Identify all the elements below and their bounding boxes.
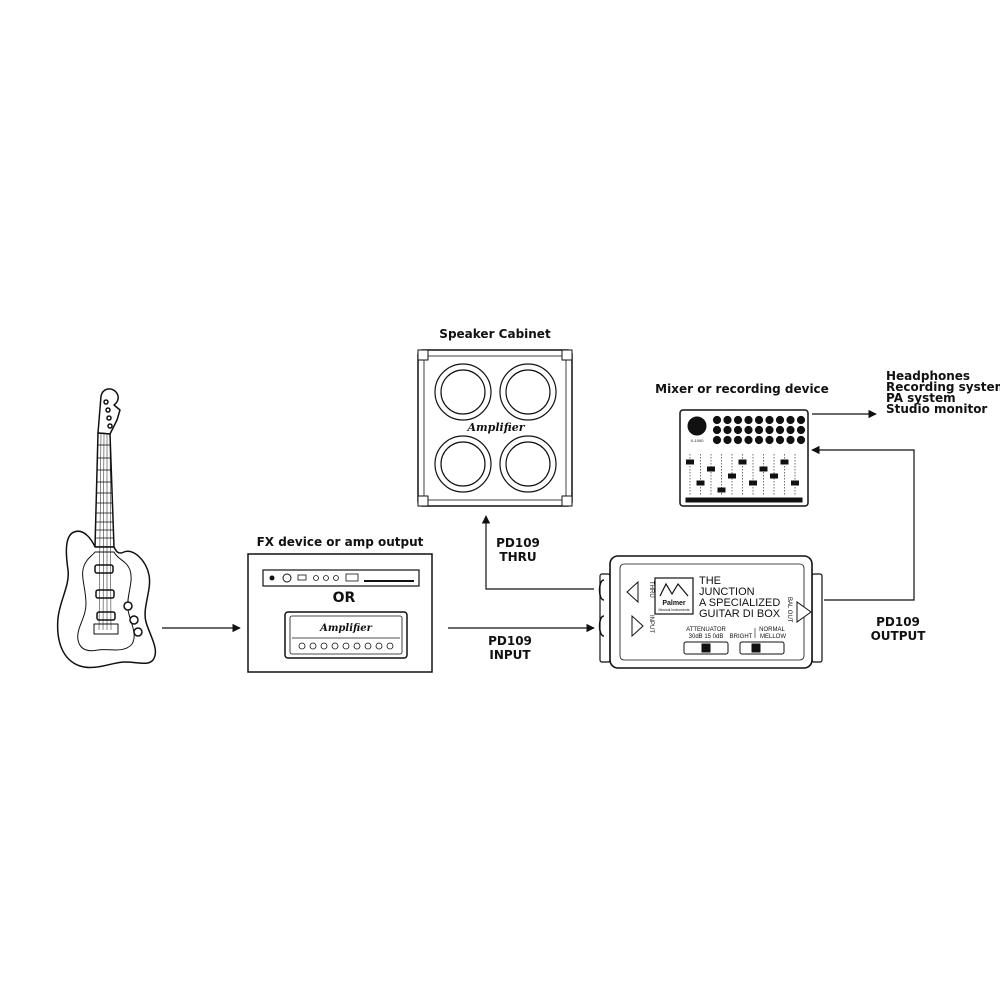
di-attenuator-values: 30dB 15 0dB: [689, 634, 724, 640]
mixer-knob: [765, 415, 774, 425]
mixer-fader-cap: [696, 480, 705, 486]
or-label: OR: [333, 590, 356, 606]
mixer-knob: [786, 425, 795, 435]
mixer-knob: [733, 415, 743, 425]
mixer-knob: [786, 435, 795, 445]
speaker-cabinet-label: Speaker Cabinet: [439, 327, 551, 341]
mixer-fader-cap: [791, 480, 799, 486]
mixer-fader-cap: [717, 487, 726, 493]
mixer-fader-cap: [770, 473, 778, 479]
destination-item: PA system: [886, 391, 956, 405]
arrow-di-to-mixer: [811, 445, 915, 601]
mixer-knob: [712, 415, 722, 425]
di-attenuator-label: ATTENUATOR: [686, 627, 726, 633]
mixer-knob: [775, 435, 785, 445]
mixer-knob: [796, 415, 806, 425]
destination-item: Studio monitor: [886, 402, 987, 416]
mixer-knob: [765, 435, 774, 445]
thru-label-line1: PD109: [496, 536, 540, 550]
mixer-fader-cap: [759, 466, 768, 472]
di-brand-palmer: Palmer: [662, 600, 686, 607]
mixer-model: X-1000: [691, 438, 705, 443]
mixer-fader-cap: [707, 466, 715, 472]
mixer-fader-cap: [738, 459, 747, 465]
mixer-knob: [712, 425, 722, 435]
mixer-knob: [744, 415, 753, 425]
cabinet-brand: Amplifier: [466, 421, 525, 434]
di-thru-jack-label: THRU: [648, 581, 654, 598]
mixer-knob: [754, 425, 764, 435]
mixer-fader-cap: [780, 459, 789, 465]
mixer-knob: [775, 425, 785, 435]
fx-device-label: FX device or amp output: [257, 535, 424, 549]
mixer-knob: [796, 435, 806, 445]
mixer-knob: [754, 435, 764, 445]
mixer-knob: [796, 425, 806, 435]
di-subtitle-line2: GUITAR DI BOX: [699, 608, 781, 620]
destination-item: Recording system: [886, 380, 1000, 394]
mixer-knob: [733, 425, 743, 435]
amp-head: [284, 611, 408, 659]
amp-head-brand: Amplifier: [319, 623, 373, 634]
di-input-jack-label: INPUT: [648, 615, 654, 633]
di-title-line2: JUNCTION: [699, 586, 755, 598]
mixer-label: Mixer or recording device: [655, 382, 829, 396]
output-label-line2: OUTPUT: [871, 629, 927, 643]
mixer-knob: [712, 435, 722, 445]
mixer-knob: [786, 415, 795, 425]
speaker-cabinet: [417, 349, 573, 507]
mixer-fader-cap: [749, 480, 757, 486]
di-box: [598, 555, 823, 669]
mixer-knob: [723, 435, 732, 445]
mixer-knob: [733, 435, 743, 445]
mixer-knob: [723, 415, 732, 425]
di-subtitle-line1: A SPECIALIZED: [699, 597, 780, 609]
di-normal-label: NORMAL: [759, 627, 785, 633]
di-brand-sub: Musical Instruments: [658, 608, 689, 612]
destination-item: Headphones: [886, 369, 970, 383]
di-mellow-label: MELLOW: [760, 634, 786, 640]
mixer-knob: [744, 425, 753, 435]
di-bal-out-label: BAL OUT: [786, 597, 792, 623]
mixer-knob: [723, 425, 732, 435]
mixer-knob: [775, 415, 785, 425]
mixer-knob: [744, 435, 753, 445]
mixer-button-row: [685, 497, 803, 503]
arrow-di-thru-to-cabinet: [481, 515, 594, 590]
fx-rack-unit: [262, 569, 420, 587]
output-label-line1: PD109: [876, 615, 920, 629]
mixer-fader-cap: [686, 459, 694, 465]
thru-label-line2: THRU: [499, 550, 536, 564]
mixer-knob: [765, 425, 774, 435]
mixer-knob: [754, 415, 764, 425]
input-label-line2: INPUT: [489, 648, 531, 662]
di-title-line1: THE: [699, 575, 721, 587]
input-label-line1: PD109: [488, 634, 532, 648]
mixer-device: [679, 409, 809, 507]
mixer-fader-cap: [728, 473, 736, 479]
di-bright-label: BRIGHT: [730, 634, 753, 640]
electric-guitar: [56, 388, 157, 669]
